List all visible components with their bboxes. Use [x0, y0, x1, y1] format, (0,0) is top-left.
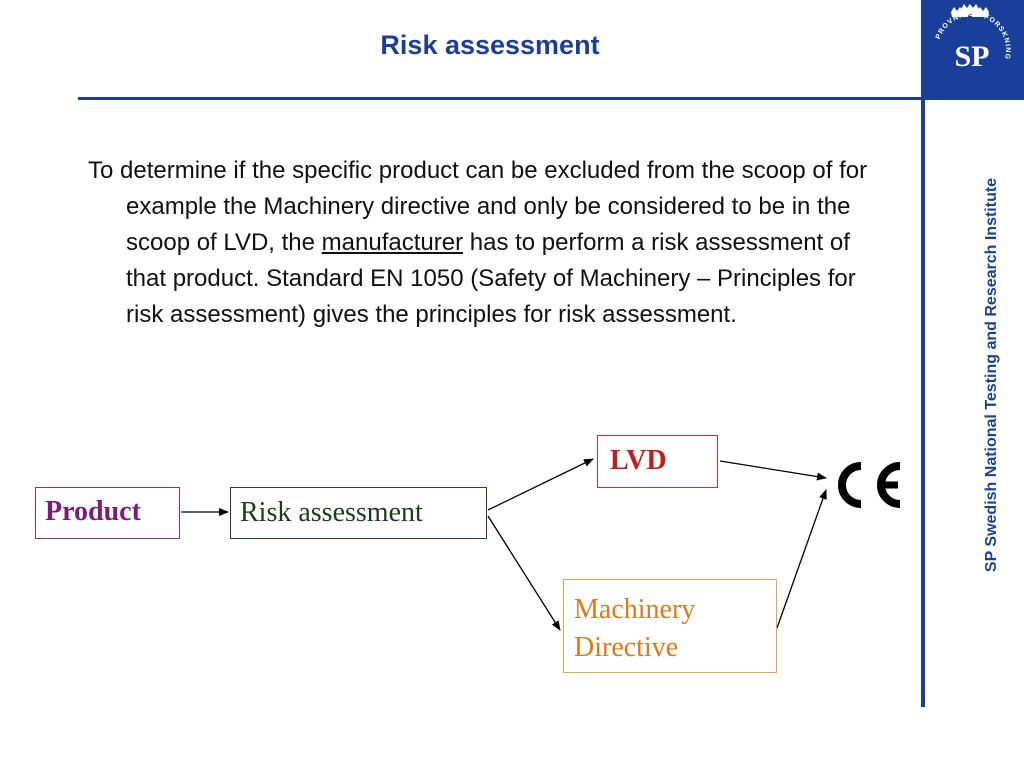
- page-title: Risk assessment: [380, 30, 600, 60]
- machinery-directive-box: Machinery Directive: [563, 579, 777, 673]
- lvd-box: LVD: [597, 435, 718, 488]
- arrow-machinery-to-ce: [776, 489, 827, 629]
- title-divider: [78, 97, 923, 100]
- side-divider: [921, 97, 925, 707]
- lvd-label: LVD: [610, 445, 667, 476]
- sp-logo: PROVNING · FORSKNING SP: [921, 0, 1024, 100]
- arrow-risk-to-lvd: [487, 458, 594, 511]
- body-paragraph: To determine if the specific product can…: [88, 153, 888, 333]
- product-box: Product: [35, 487, 180, 539]
- body-text-part1: To determine if the specific product can…: [88, 157, 868, 256]
- machinery-label-line1: Machinery: [574, 594, 696, 625]
- product-label: Product: [45, 496, 141, 527]
- ce-mark-icon: [838, 462, 901, 508]
- arrow-lvd-to-ce: [719, 460, 827, 481]
- arrow-risk-to-machinery: [487, 515, 561, 631]
- crown-icon: [951, 4, 989, 17]
- risk-assessment-label: Risk assessment: [240, 497, 423, 528]
- sp-logo-icon: PROVNING · FORSKNING SP: [935, 4, 1010, 73]
- body-text-underlined: manufacturer: [321, 229, 464, 256]
- body-text-part2: has to perform a risk assessment of that…: [126, 229, 856, 328]
- logo-text: SP: [954, 40, 989, 73]
- risk-assessment-box: Risk assessment: [230, 487, 487, 539]
- machinery-label-line2: Directive: [574, 632, 679, 663]
